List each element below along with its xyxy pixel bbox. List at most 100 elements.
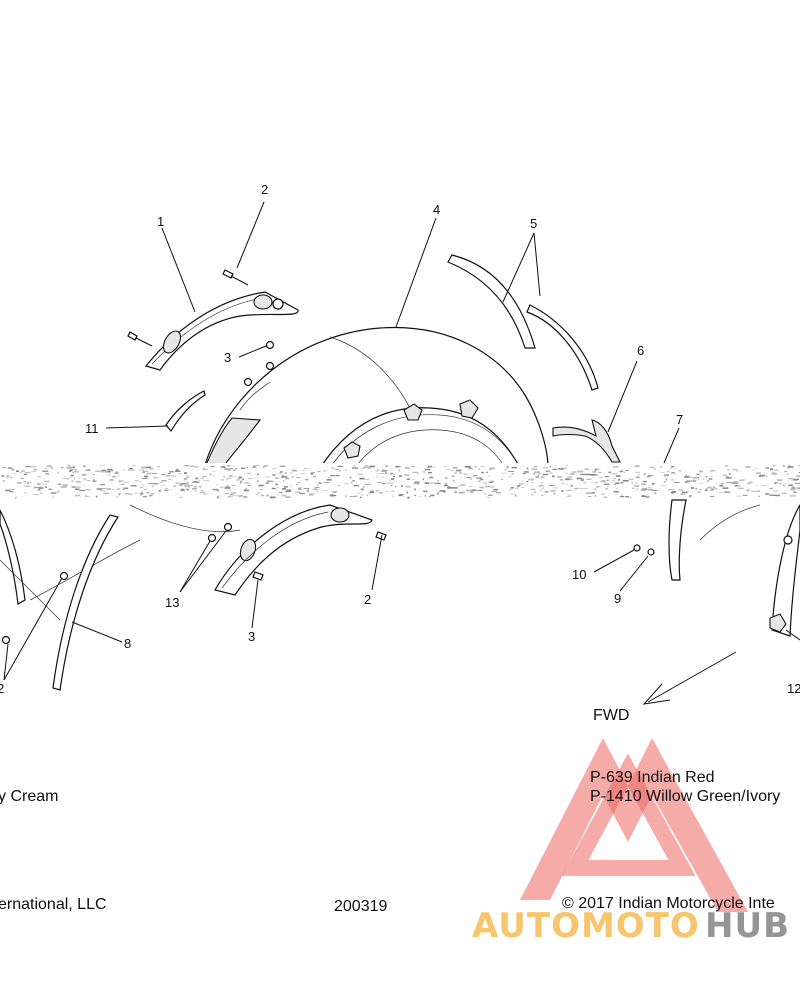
noise-speck — [265, 482, 270, 484]
noise-speck — [715, 483, 717, 484]
noise-speck — [45, 486, 47, 488]
noise-speck — [69, 470, 71, 472]
noise-speck — [612, 466, 619, 468]
noise-speck — [21, 470, 25, 472]
noise-speck — [129, 493, 133, 495]
noise-speck — [533, 472, 536, 475]
noise-speck — [216, 496, 219, 499]
noise-speck — [699, 470, 703, 472]
noise-speck — [392, 495, 394, 497]
noise-speck — [641, 489, 647, 491]
noise-speck — [335, 475, 340, 477]
noise-speck — [61, 467, 64, 469]
noise-speck — [385, 491, 388, 492]
callout-13: 13 — [165, 595, 179, 610]
noise-speck — [781, 492, 787, 494]
noise-speck — [538, 485, 541, 487]
noise-speck — [514, 495, 517, 497]
noise-speck — [596, 486, 601, 487]
noise-speck — [111, 470, 114, 472]
noise-speck — [522, 472, 526, 475]
noise-speck — [85, 495, 87, 497]
noise-speck — [588, 496, 592, 497]
noise-speck — [233, 495, 239, 497]
noise-speck — [447, 486, 450, 488]
noise-speck — [444, 477, 448, 479]
noise-speck — [280, 471, 283, 473]
noise-speck — [328, 477, 330, 478]
noise-speck — [786, 473, 789, 475]
noise-speck — [161, 474, 166, 475]
noise-speck — [411, 466, 415, 467]
noise-speck — [142, 477, 148, 479]
noise-speck — [795, 482, 800, 484]
noise-speck — [464, 465, 471, 468]
noise-speck — [559, 479, 564, 481]
noise-speck — [186, 488, 189, 491]
noise-speck — [33, 469, 38, 471]
noise-speck — [225, 492, 229, 494]
noise-speck — [99, 465, 105, 467]
noise-speck — [262, 466, 265, 469]
noise-speck — [23, 480, 27, 483]
noise-speck — [564, 479, 569, 480]
noise-speck — [238, 496, 242, 498]
noise-speck — [501, 472, 507, 474]
noise-speck — [688, 496, 691, 498]
noise-speck — [718, 492, 724, 493]
noise-speck — [212, 475, 215, 477]
noise-speck — [195, 490, 197, 492]
noise-speck — [552, 475, 555, 478]
noise-speck — [486, 496, 491, 498]
noise-speck — [367, 468, 370, 470]
noise-speck — [728, 473, 731, 475]
nut-part-13 — [1, 522, 233, 645]
noise-speck — [473, 475, 478, 476]
noise-speck — [223, 476, 226, 478]
noise-speck — [746, 490, 749, 492]
part-11-trim-piece — [165, 390, 206, 433]
noise-speck — [570, 479, 573, 480]
noise-speck — [577, 470, 584, 473]
noise-speck — [144, 475, 149, 478]
noise-speck — [605, 488, 609, 490]
noise-speck — [70, 474, 74, 477]
noise-speck — [452, 487, 458, 489]
noise-speck — [707, 486, 712, 489]
noise-speck — [324, 482, 330, 483]
noise-speck — [533, 466, 538, 468]
noise-speck — [118, 494, 120, 496]
noise-speck — [735, 485, 738, 487]
noise-speck — [521, 480, 523, 482]
noise-speck — [705, 475, 708, 478]
noise-speck — [437, 492, 440, 494]
noise-speck — [570, 485, 573, 487]
noise-speck — [39, 486, 44, 489]
noise-speck — [594, 469, 597, 471]
noise-speck — [488, 468, 492, 470]
noise-speck — [793, 478, 799, 480]
noise-speck — [488, 481, 494, 483]
noise-speck — [281, 495, 287, 497]
noise-speck — [237, 477, 242, 480]
noise-speck — [392, 482, 394, 484]
noise-speck — [345, 495, 347, 497]
noise-speck — [193, 466, 200, 468]
noise-speck — [592, 471, 597, 473]
noise-speck — [78, 477, 81, 479]
noise-speck — [432, 466, 436, 468]
noise-speck — [195, 477, 199, 480]
noise-speck — [366, 494, 368, 496]
noise-speck — [37, 483, 40, 485]
noise-speck — [415, 481, 420, 483]
noise-speck — [193, 485, 197, 488]
noise-speck — [752, 469, 756, 471]
noise-speck — [534, 471, 540, 473]
noise-speck — [253, 477, 256, 479]
noise-speck — [675, 473, 677, 475]
noise-speck — [364, 465, 369, 467]
noise-speck — [506, 467, 508, 469]
noise-speck — [722, 474, 728, 476]
noise-speck — [395, 466, 398, 468]
noise-speck — [239, 495, 243, 497]
